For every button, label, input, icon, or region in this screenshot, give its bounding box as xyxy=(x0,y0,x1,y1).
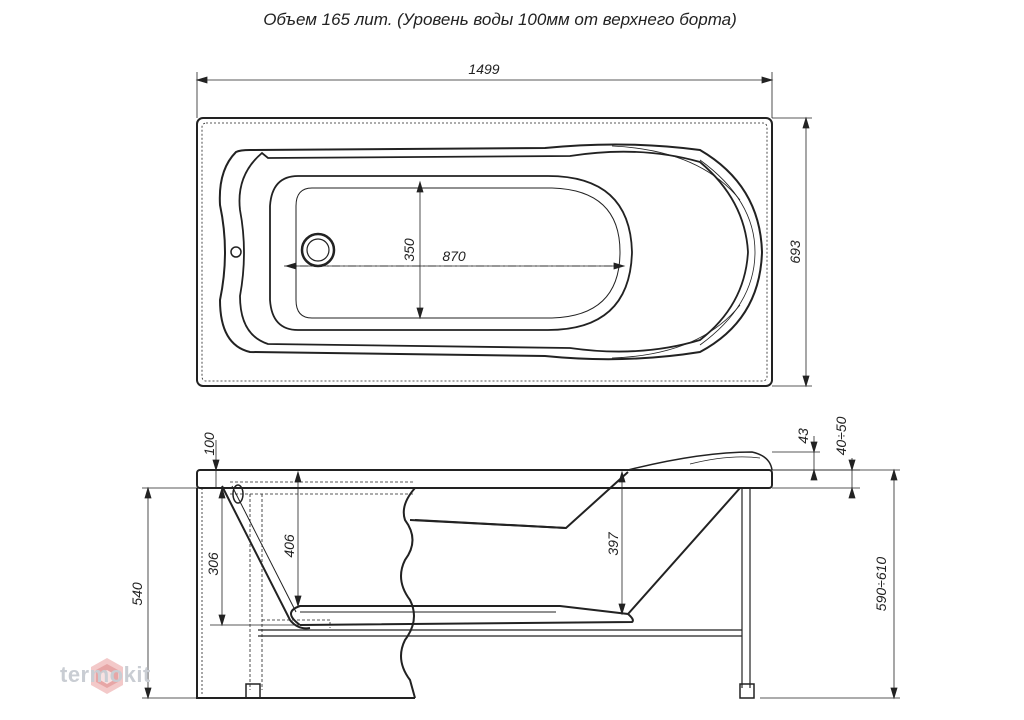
watermark-text: termokit xyxy=(60,662,151,687)
support-frame xyxy=(258,629,742,637)
side-view xyxy=(196,451,773,699)
front-panel xyxy=(196,488,415,699)
dim-length-label: 1499 xyxy=(468,61,499,77)
drawing-title: Объем 165 лит. (Уровень воды 100мм от ве… xyxy=(263,10,737,29)
dim-43-label: 43 xyxy=(795,428,811,444)
top-view xyxy=(196,117,773,387)
tub-bottom xyxy=(269,175,633,331)
tub-outer-rim xyxy=(196,117,773,387)
leg-right xyxy=(739,683,755,699)
dim-306-label: 306 xyxy=(205,552,221,576)
dim-legs-adj-label: 40÷50 xyxy=(833,416,849,455)
tub-body-right xyxy=(414,471,741,615)
tub-bowl-inner xyxy=(238,150,749,353)
dim-inner-width-label: 350 xyxy=(401,238,417,262)
break-line xyxy=(400,487,416,699)
side-view-dimensions xyxy=(142,436,900,700)
dim-397-label: 397 xyxy=(605,531,621,556)
dim-406-label: 406 xyxy=(281,534,297,558)
top-view-dimensions xyxy=(195,72,812,388)
dim-inner-length-label: 870 xyxy=(442,248,466,264)
side-rim xyxy=(196,469,773,489)
dim-width-label: 693 xyxy=(787,240,803,264)
tub-bowl-outer xyxy=(218,143,764,361)
dim-total-height-label: 590÷610 xyxy=(873,557,889,612)
dim-540-label: 540 xyxy=(129,582,145,606)
dim-water-level-label: 100 xyxy=(201,432,217,456)
termokit-logo-icon xyxy=(91,658,123,694)
overflow-hole xyxy=(230,246,242,258)
leg-left xyxy=(245,683,261,699)
